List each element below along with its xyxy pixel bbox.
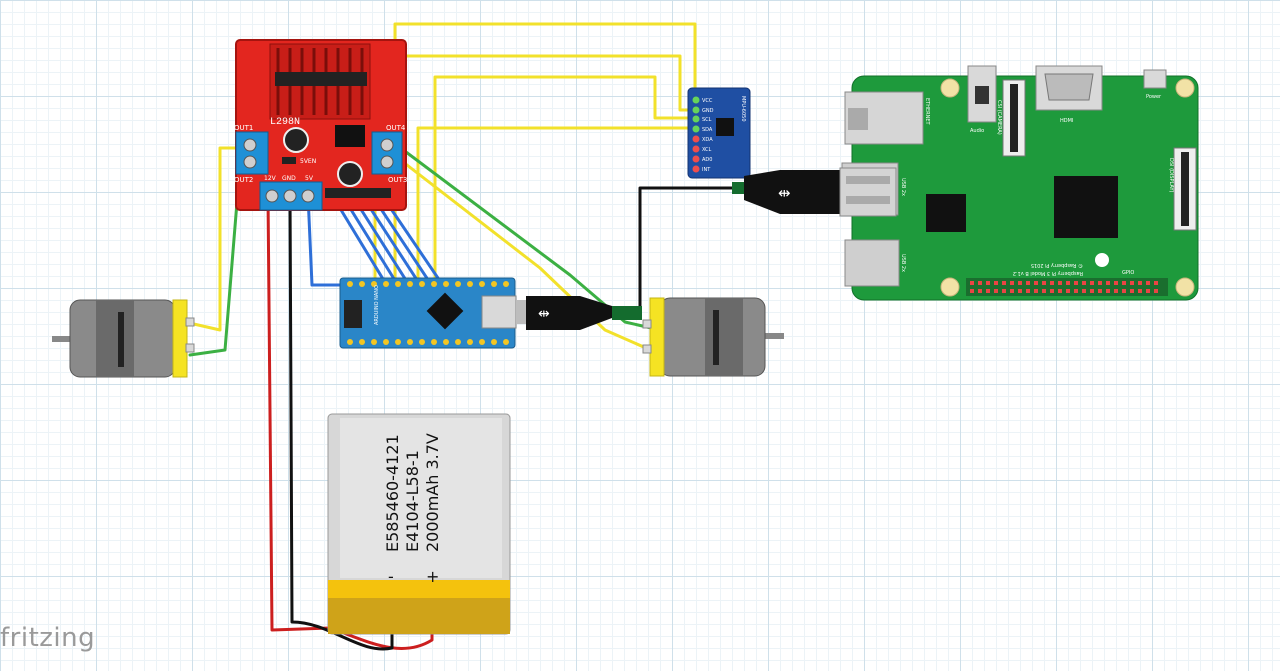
usb-plug-nano: ⇹ <box>516 296 642 330</box>
wire-black-gnd <box>288 193 394 651</box>
l298n-driver: L298N OUT1 OUT2 OUT4 OUT3 12V GND 5V 5VE… <box>234 39 407 211</box>
pi-usb-port-bottom <box>844 239 900 287</box>
nano-icsp-header <box>344 300 362 328</box>
nano-pin-row-top <box>347 281 509 287</box>
imu-pin-label: INT <box>702 167 711 173</box>
fritzing-logo: fritzing <box>0 623 96 653</box>
raspberry-logo-icon <box>1095 253 1109 267</box>
pi-lan-chip <box>926 194 966 232</box>
pi-gpio-pins <box>970 281 1158 293</box>
pi-gpio-label: GPIO <box>1122 270 1134 276</box>
usb-icon: ⇹ <box>538 305 550 321</box>
usb-plug-metal <box>839 167 897 217</box>
nano-chip <box>426 292 464 330</box>
imu-pin-label: AD0 <box>702 157 712 163</box>
usb-plug-pi: ⇹ <box>732 167 897 217</box>
pi-mount-hole <box>1175 277 1195 297</box>
wire-yellow-left-motor <box>183 146 247 332</box>
dc-motor-left <box>52 299 195 378</box>
driver-control-header <box>325 188 391 198</box>
label-gnd: GND <box>282 175 296 182</box>
lipo-battery: E585460-4121 E4104-L58-1 2000mAh 3.7V - … <box>327 413 511 635</box>
pi-mount-hole <box>1175 78 1195 98</box>
wire-blue-5v <box>306 193 352 287</box>
driver-label: L298N <box>270 117 300 128</box>
battery-label-line1: E585460-4121 <box>383 434 402 552</box>
driver-capacitor <box>283 127 309 153</box>
usb-icon: ⇹ <box>778 185 791 202</box>
pi-camera-label: CSI (CAMERA) <box>996 100 1002 135</box>
driver-capacitor <box>337 161 363 187</box>
imu-pin-label: XDA <box>702 137 713 143</box>
arduino-nano: ARDUINO NANO <box>339 277 517 349</box>
battery-plus-label: + <box>426 567 439 586</box>
pi-gpio-header <box>966 278 1168 296</box>
pi-mount-hole <box>940 78 960 98</box>
imu-pin-label: GND <box>702 108 714 114</box>
imu-pin-label: XCL <box>702 147 712 153</box>
label-5ven: 5VEN <box>300 158 316 165</box>
label-out2: OUT2 <box>234 176 253 184</box>
imu-pins <box>692 96 700 173</box>
label-out3: OUT3 <box>388 176 407 184</box>
dc-motor-right <box>642 297 784 377</box>
pi-usb-label: USB 2x <box>900 254 906 272</box>
imu-pin-label: VCC <box>702 98 713 104</box>
imu-chip <box>716 118 734 136</box>
pi-ethernet-label: ETHERNET <box>924 98 930 126</box>
wire-yellow-imu-scl <box>433 75 697 287</box>
pi-usb-label: USB 2x <box>900 178 906 196</box>
label-12v: 12V <box>264 175 277 182</box>
pi-hdmi-label: HDMI <box>1060 118 1073 124</box>
pi-power-label: Power <box>1146 94 1162 100</box>
pi-display-label: DSI (DISPLAY) <box>1168 158 1174 193</box>
pi-soc-chip <box>1054 176 1118 238</box>
mpu6050-imu: VCC GND SCL SDA XDA XCL AD0 INT MPU-6050 <box>687 87 751 179</box>
pi-model-label: Raspberry Pi 3 Model B v1.2 <box>1013 270 1083 276</box>
nano-usb-port <box>481 295 517 329</box>
label-5v: 5V <box>305 175 314 182</box>
pi-power-port <box>1143 69 1167 89</box>
imu-pin-label: SCL <box>702 117 712 123</box>
pi-copyright-label: © Raspberry Pi 2015 <box>1031 262 1083 269</box>
battery-label-line2: E4104-L58-1 <box>403 450 422 552</box>
nano-model-label: ARDUINO NANO <box>374 285 380 325</box>
label-out1: OUT1 <box>234 124 253 132</box>
pi-mount-hole <box>940 277 960 297</box>
imu-pin-label: SDA <box>702 127 713 133</box>
wire-yellow-imu-gnd <box>373 54 697 287</box>
label-out4: OUT4 <box>386 124 406 132</box>
pi-audio-label: Audio <box>970 128 984 134</box>
wire-yellow-imu-sda <box>416 126 697 287</box>
imu-model-label: MPU-6050 <box>740 96 746 122</box>
wire-yellow-imu-vcc <box>393 22 697 287</box>
nano-pin-row-bottom <box>347 339 509 345</box>
battery-minus-label: - <box>388 567 394 586</box>
battery-label-line3: 2000mAh 3.7V <box>423 433 442 552</box>
wire-black-usb <box>608 186 742 314</box>
